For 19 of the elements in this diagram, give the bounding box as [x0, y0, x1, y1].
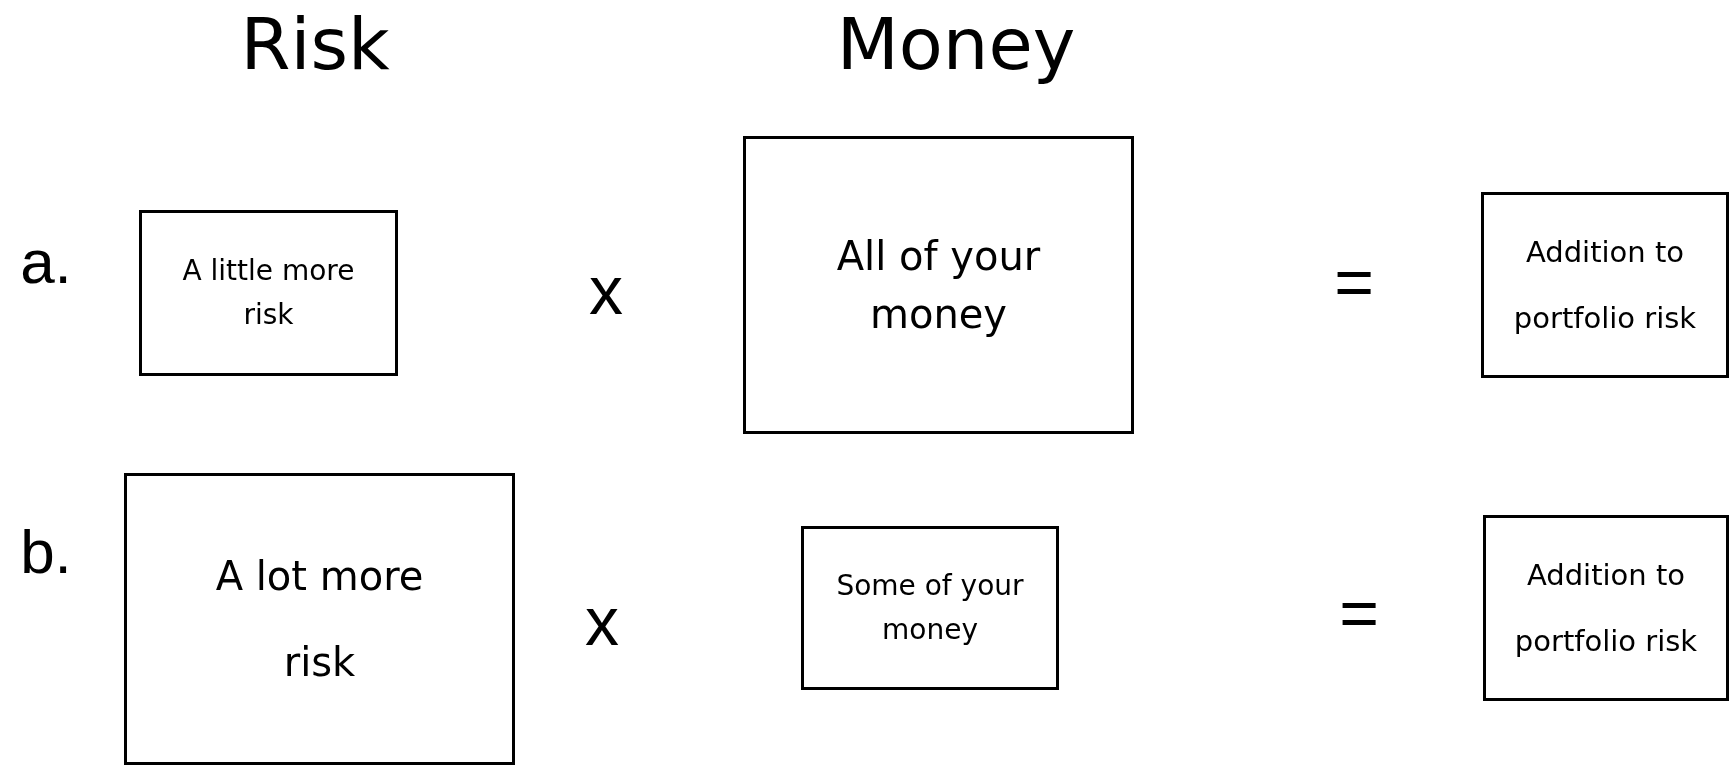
text-box: [139, 210, 398, 376]
text-box: [124, 473, 515, 765]
text-box: [801, 526, 1059, 690]
box-text: Some of your money: [835, 568, 1025, 648]
text-box: [1481, 192, 1729, 378]
box-text: All of your money: [835, 232, 1042, 339]
multiply-sign: x: [589, 256, 623, 324]
column-heading: Risk: [240, 8, 390, 80]
row-label: b.: [20, 521, 72, 583]
multiply-sign: x: [585, 587, 619, 655]
box-text: A little more risk: [181, 253, 356, 333]
box-text: Addition to portfolio risk: [1513, 557, 1699, 660]
text-box: [1483, 515, 1729, 701]
equals-sign: =: [1339, 579, 1379, 647]
box-text: Addition to portfolio risk: [1512, 234, 1698, 337]
row-label: a.: [20, 231, 72, 293]
box-text: A lot more risk: [214, 552, 425, 687]
equals-sign: =: [1334, 248, 1374, 316]
text-box: [743, 136, 1134, 434]
